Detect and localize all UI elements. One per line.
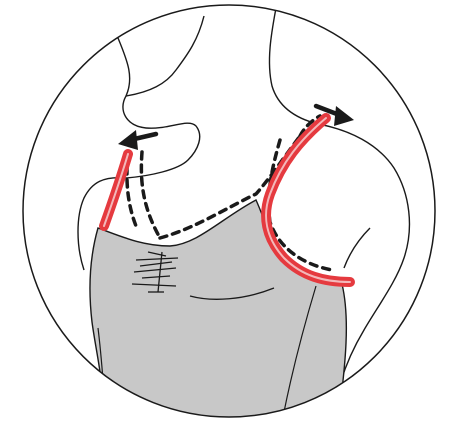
- left-strap-highlight: [104, 154, 128, 226]
- clipped-scene: [78, 8, 409, 422]
- arrow-left-outward: [118, 130, 156, 150]
- right-neck-outline: [269, 8, 318, 124]
- chin-outline: [126, 16, 204, 96]
- dashed-left-strap-inner: [141, 152, 160, 238]
- right-arm-inner-outline: [344, 228, 370, 268]
- camisole-body: [90, 200, 346, 422]
